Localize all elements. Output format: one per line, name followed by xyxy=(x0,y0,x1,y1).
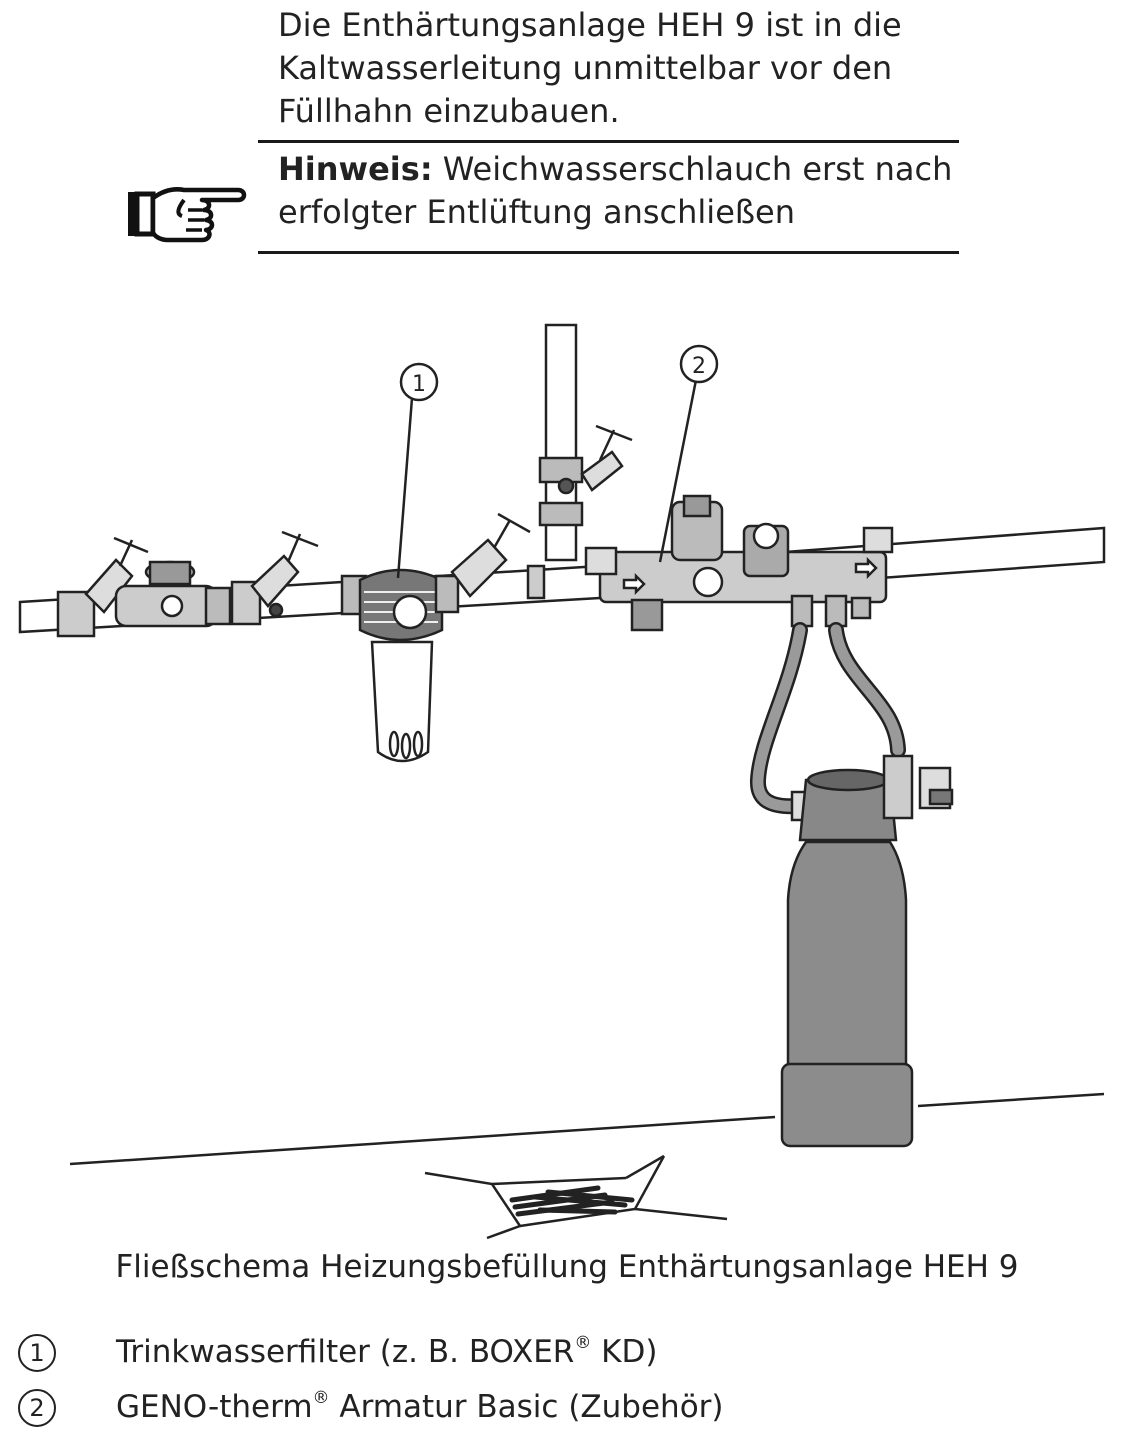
note-label: Hinweis: xyxy=(278,150,433,188)
note-text-line1: Weichwasserschlauch erst nach xyxy=(442,150,953,188)
installation-diagram: 1 2 xyxy=(18,323,1106,1240)
callout-2: 2 xyxy=(658,344,719,563)
water-meter xyxy=(114,560,232,628)
pointing-hand-icon xyxy=(128,187,247,243)
legend-text: Trinkwasserfilter (z. B. BOXER® KD) xyxy=(116,1333,658,1370)
callout-2-number: 2 xyxy=(692,354,706,379)
legend-text: GENO-therm® Armatur Basic (Zubehör) xyxy=(116,1388,724,1425)
note-rule-top xyxy=(258,140,959,143)
softened-water-hoses xyxy=(750,622,906,815)
note-box: Hinweis: Weichwasserschlauch erst nach e… xyxy=(278,148,968,234)
figure-caption: Fließschema Heizungsbefüllung Enthärtung… xyxy=(115,1249,1019,1285)
legend-number: 2 xyxy=(18,1389,56,1427)
intro-line: Kaltwasserleitung unmittelbar vor den xyxy=(278,49,893,87)
legend: 1 Trinkwasserfilter (z. B. BOXER® KD) 2 … xyxy=(0,1328,1134,1438)
riser-valve xyxy=(538,424,633,527)
intro-text: Die Enthärtungsanlage HEH 9 ist in die K… xyxy=(278,4,978,133)
drinking-water-filter xyxy=(340,568,460,763)
shutoff-valve-2 xyxy=(230,530,319,626)
cartridge-head xyxy=(790,754,954,842)
note-rule-bottom xyxy=(258,251,959,254)
softening-cartridge xyxy=(780,840,914,1148)
intro-line: Füllhahn einzubauen. xyxy=(278,92,620,130)
shutoff-valve-left xyxy=(56,536,149,638)
floor-drain xyxy=(424,1154,728,1240)
geno-therm-fitting xyxy=(584,494,894,632)
intro-line: Die Enthärtungsanlage HEH 9 ist in die xyxy=(278,6,902,44)
shutoff-valve-3 xyxy=(450,512,546,600)
callout-1: 1 xyxy=(396,362,439,579)
legend-number: 1 xyxy=(18,1334,56,1372)
legend-item: 1 Trinkwasserfilter (z. B. BOXER® KD) xyxy=(0,1328,1134,1383)
callout-1-number: 1 xyxy=(412,372,426,397)
legend-item: 2 GENO-therm® Armatur Basic (Zubehör) xyxy=(0,1383,1134,1438)
note-text-line2: erfolgter Entlüftung anschließen xyxy=(278,193,795,231)
